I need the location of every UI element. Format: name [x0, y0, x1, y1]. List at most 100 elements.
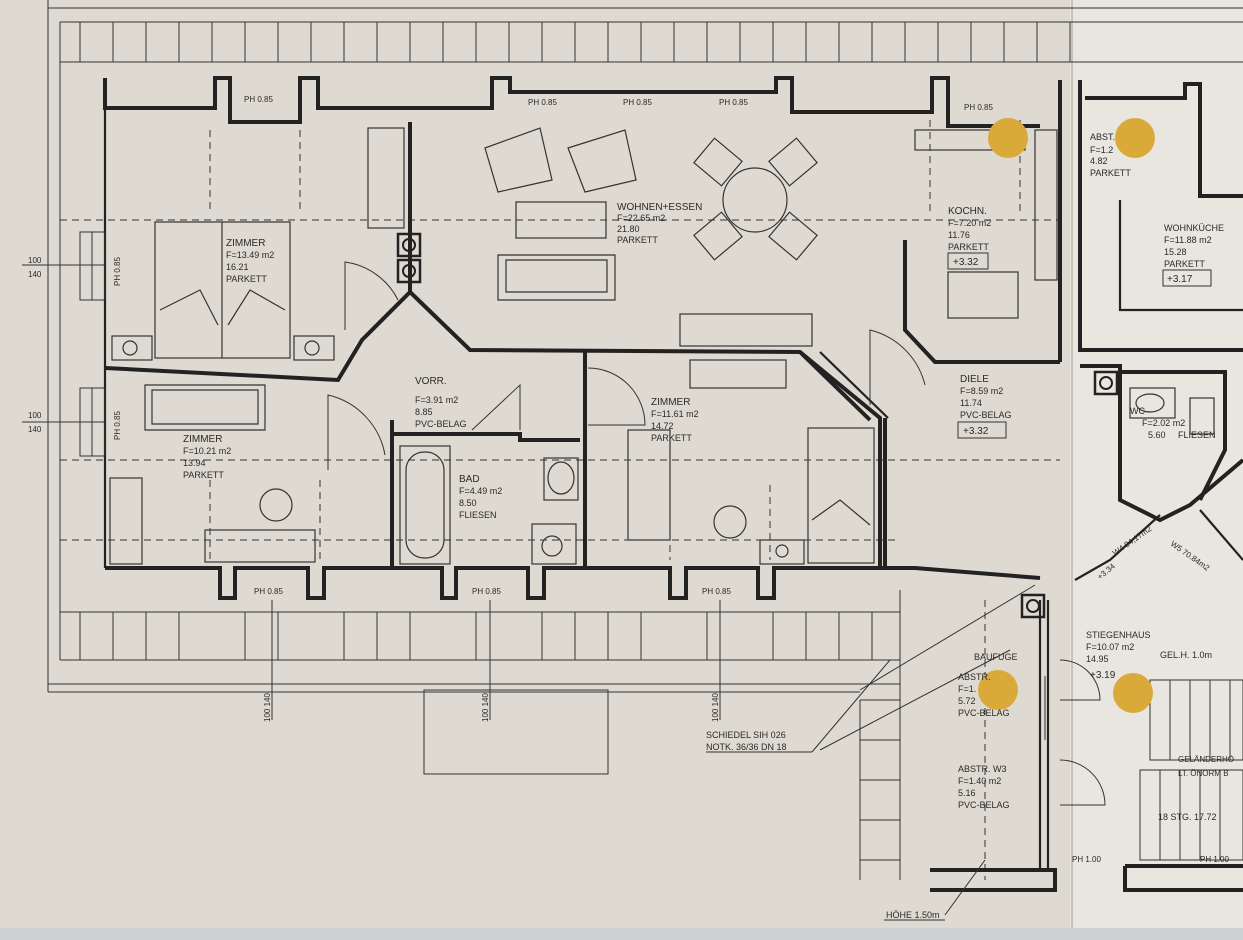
room2-furniture [109, 384, 316, 565]
room-wc-area: F=2.02 m2 [1142, 418, 1185, 428]
room-zimmer3-v2: 14.72 [651, 421, 674, 431]
room-abst2-v2: 5.72 [958, 696, 976, 706]
staircase [1044, 659, 1243, 861]
room-zimmer1-name: ZIMMER [226, 238, 265, 249]
room-diele-floor: PVC-BELAG [960, 410, 1012, 420]
ph-tag: PH 0.85 [964, 103, 993, 112]
room-vorr-v2: 8.85 [415, 407, 433, 417]
room-bad-name: BAD [459, 474, 480, 485]
room-zimmer2-name: ZIMMER [183, 434, 222, 445]
ph-vertical-tag: PH 0.85 [113, 257, 122, 286]
room-abst-name: ABST. [1090, 132, 1115, 142]
room-abstw3-v2: 5.16 [958, 788, 976, 798]
schiedel-label-2: NOTK. 36/36 DN 18 [706, 742, 787, 752]
dim-vertical: 100 140 [263, 693, 272, 722]
room-kochn-name: KOCHN. [948, 206, 987, 217]
room-abst2-area: F=1. [958, 684, 976, 694]
dimension-callouts: 100 140 100 140 100 140 100 140 100 140 [22, 256, 721, 722]
wc-fixtures [1129, 387, 1215, 435]
room-stiegenhaus-level: +3.19 [1090, 670, 1116, 681]
room-diele-area: F=8.59 m2 [960, 386, 1003, 396]
sill-height-tags: PH 0.85 PH 0.85 PH 0.85 PH 0.85 PH 0.85 … [113, 95, 1229, 864]
room-vorr-floor: PVC-BELAG [415, 419, 467, 429]
room-wohnkueche-floor: PARKETT [1164, 259, 1205, 269]
room-zimmer3-name: ZIMMER [651, 397, 690, 408]
room-labels: WOHNEN+ESSEN F=22.65 m2 21.80 PARKETT ZI… [183, 132, 1224, 810]
door-swings [327, 261, 926, 470]
room-abstw3-floor: PVC-BELAG [958, 800, 1010, 810]
stair-label: 18 STG. 17.72 [1158, 812, 1217, 822]
dim-vertical: 100 140 [481, 693, 490, 722]
neighbour-walls [930, 80, 1243, 892]
room-abstw3-area: F=1.40 m2 [958, 776, 1001, 786]
room-kochn-v2: 11.76 [948, 230, 970, 240]
bottom-edge-bar [0, 928, 1243, 940]
ph100-tag: PH 1.00 [1072, 855, 1101, 864]
room-abstw3-name: ABSTR. W3 [958, 764, 1007, 774]
level-boxes [947, 252, 1212, 439]
room-wohnkueche-area: F=11.88 m2 [1164, 235, 1212, 245]
room-bad-v2: 8.50 [459, 498, 477, 508]
room-vorr-area: F=3.91 m2 [415, 395, 458, 405]
chimney-upper [396, 232, 422, 284]
ph-tag: PH 0.85 [472, 587, 501, 596]
room-zimmer1-v2: 16.21 [226, 262, 249, 272]
binder-holes [978, 118, 1155, 713]
bed-master [111, 221, 335, 361]
room-abst-v2: 4.82 [1090, 156, 1108, 166]
room-abst2-floor: PVC-BELAG [958, 708, 1010, 718]
ph-tag: PH 0.85 [244, 95, 273, 104]
room-wohnkueche-v2: 15.28 [1164, 247, 1187, 257]
adjacent-sheet [1070, 0, 1243, 928]
living-furniture [367, 127, 818, 347]
room-wohnkueche-name: WOHNKÜCHE [1164, 223, 1224, 233]
room-wohnen-name: WOHNEN+ESSEN [617, 202, 702, 213]
room-wohnen-area: F=22.65 m2 [617, 213, 665, 223]
dim-top: 100 [28, 411, 42, 420]
room-diele-v2: 11.74 [960, 398, 982, 408]
room-zimmer1-floor: PARKETT [226, 274, 267, 284]
ph-tag: PH 0.85 [702, 587, 731, 596]
room-zimmer3-floor: PARKETT [651, 433, 692, 443]
chimney-detail-box [423, 689, 609, 775]
dim-vertical: 100 140 [711, 693, 720, 722]
dim-bottom: 140 [28, 425, 42, 434]
room-zimmer2-area: F=10.21 m2 [183, 446, 231, 456]
gelaender-label-2: LT. ÖNORM B [1178, 769, 1229, 778]
room3-furniture [627, 359, 875, 565]
roof-grid-bottom [48, 22, 900, 693]
roof-diagonals [819, 584, 1036, 916]
room-zimmer3-area: F=11.61 m2 [651, 409, 699, 419]
room-vorr-name: VORR. [415, 376, 447, 387]
room-stiegenhaus-v2: 14.95 [1086, 654, 1109, 664]
room-zimmer2-v2: 13.94 [183, 458, 206, 468]
gelh-label: GEL.H. 1.0m [1160, 650, 1212, 660]
hoehe-label: HÖHE 1.50m [886, 910, 940, 920]
room-kochn-floor: PARKETT [948, 242, 989, 252]
room-wohnen-v2: 21.80 [617, 224, 640, 234]
dim-bottom: 140 [28, 270, 42, 279]
exterior-wall-top [103, 76, 1040, 128]
ph-vertical-tag: PH 0.85 [113, 411, 122, 440]
kitchen-fixtures [914, 129, 1058, 319]
dim-top: 100 [28, 256, 42, 265]
exterior-wall-bottom [105, 566, 1041, 600]
gelaender-label-1: GELÄNDERHÖ [1178, 755, 1234, 764]
ph-tag: PH 0.85 [254, 587, 283, 596]
room-wc-floor: FLIESEN [1178, 430, 1216, 440]
room-diele-level: +3.32 [963, 426, 989, 437]
room-zimmer1-area: F=13.49 m2 [226, 250, 274, 260]
room-bad-floor: FLIESEN [459, 510, 497, 520]
ph-tag: PH 0.85 [719, 98, 748, 107]
room-kochn-area: F=7.20 m2 [948, 218, 991, 228]
room-bad-area: F=4.49 m2 [459, 486, 502, 496]
interior-walls [104, 80, 1062, 568]
room-stiegenhaus-name: STIEGENHAUS [1086, 630, 1151, 640]
room-wohnkueche-level: +3.17 [1167, 274, 1193, 285]
room-abst-area: F=1.2 [1090, 145, 1113, 155]
room-wohnen-floor: PARKETT [617, 235, 658, 245]
ph100-tag: PH 1.00 [1200, 855, 1229, 864]
schiedel-label-1: SCHIEDEL SIH 026 [706, 730, 786, 740]
